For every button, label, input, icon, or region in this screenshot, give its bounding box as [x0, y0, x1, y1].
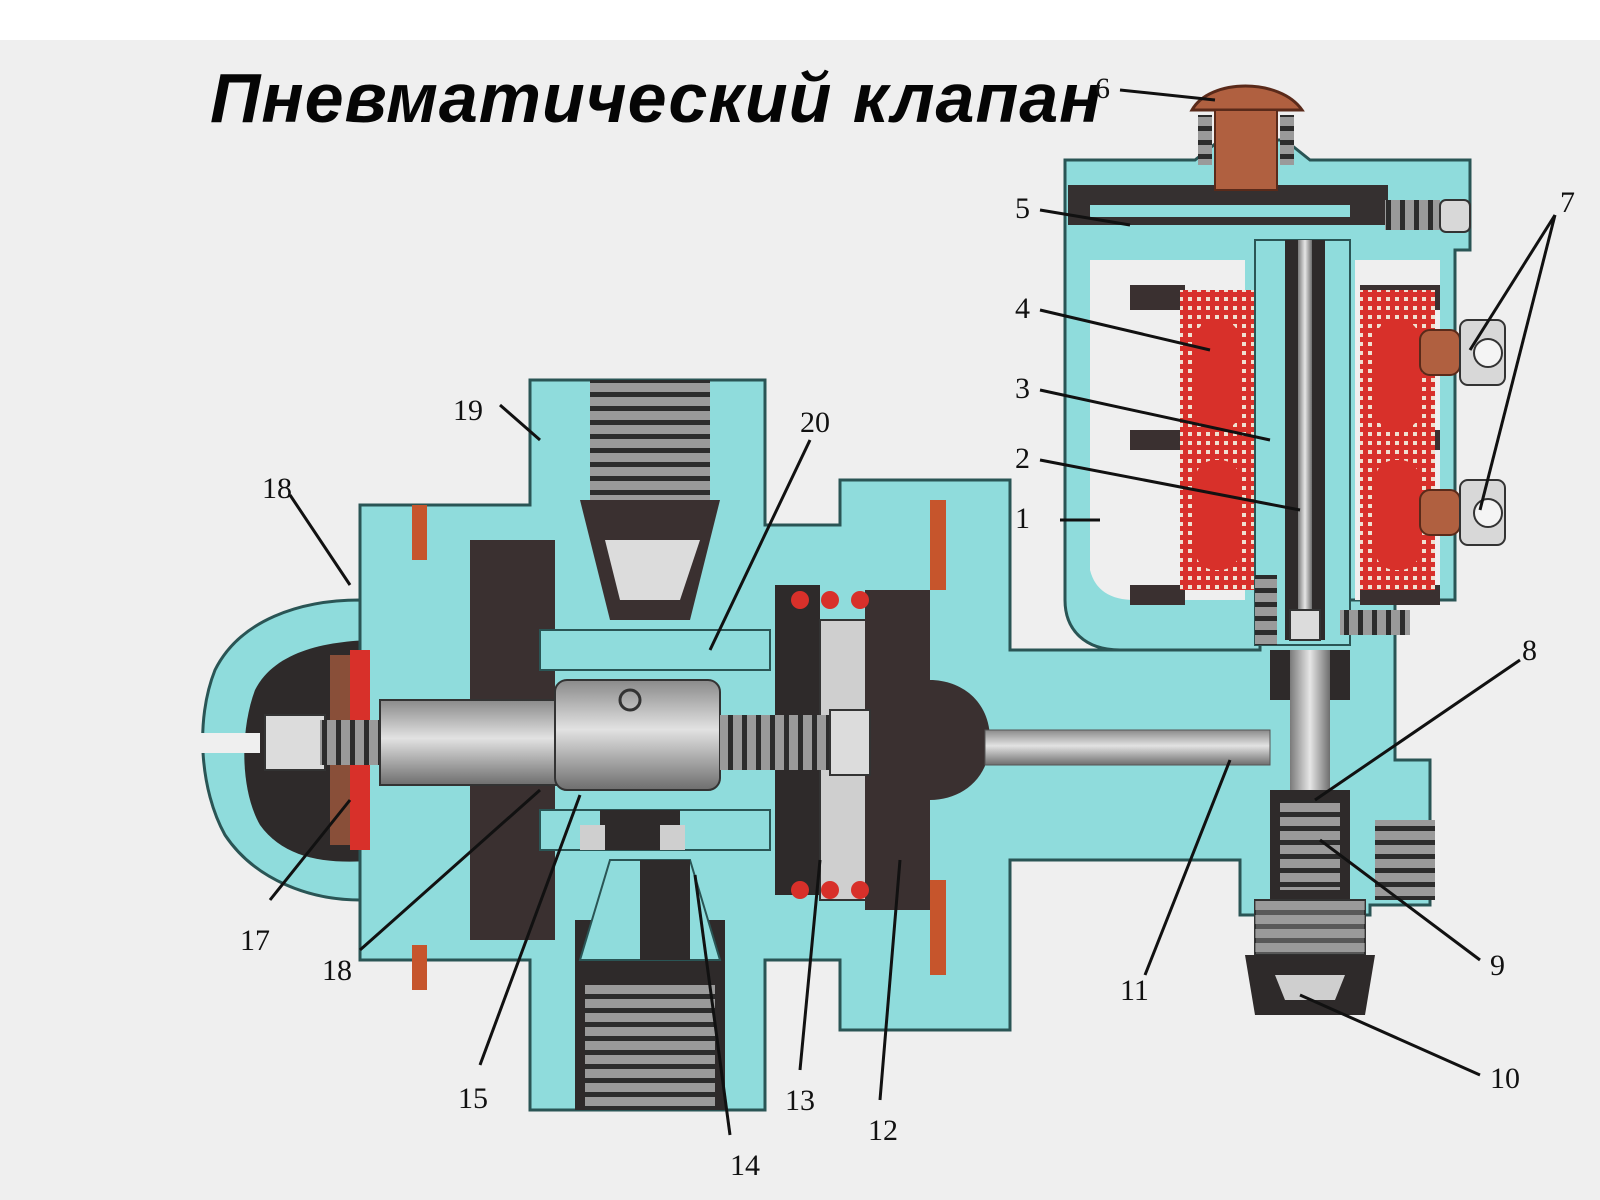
callout-4: 4 — [1015, 292, 1030, 325]
callout-7: 7 — [1560, 186, 1575, 219]
callout-labels: 1 2 3 4 5 6 7 8 9 10 11 12 13 14 15 17 1… — [240, 72, 1575, 1182]
callout-19: 19 — [453, 394, 483, 427]
callout-18-upper: 18 — [262, 472, 292, 505]
callout-1: 1 — [1015, 502, 1030, 535]
callout-5: 5 — [1015, 192, 1030, 225]
piston-gaskets — [412, 500, 946, 990]
callout-6: 6 — [1095, 72, 1110, 105]
terminals — [1419, 319, 1506, 546]
callout-8: 8 — [1522, 634, 1537, 667]
callout-15: 15 — [458, 1082, 488, 1115]
top-threaded-port — [580, 380, 720, 620]
callout-3: 3 — [1015, 372, 1030, 405]
callout-20: 20 — [800, 406, 830, 439]
leader-lines — [268, 88, 1557, 1136]
callout-2: 2 — [1015, 442, 1030, 475]
callout-11: 11 — [1120, 974, 1149, 1007]
callout-17: 17 — [240, 924, 270, 957]
spool-rod — [264, 650, 1271, 850]
diagram-title: Пневматический клапан — [210, 59, 1103, 137]
valve-bushing — [539, 629, 771, 851]
callout-14: 14 — [730, 1149, 760, 1182]
callout-9: 9 — [1490, 949, 1505, 982]
solenoid-coils — [1130, 285, 1440, 605]
armature-stem — [1254, 239, 1410, 646]
callout-10: 10 — [1490, 1062, 1520, 1095]
callout-13: 13 — [785, 1084, 815, 1117]
callout-12: 12 — [868, 1114, 898, 1147]
bottom-threaded-port — [575, 859, 725, 1110]
push-button — [1189, 84, 1305, 191]
pilot-valve-assembly — [1245, 650, 1435, 1015]
callout-18-lower: 18 — [322, 954, 352, 987]
